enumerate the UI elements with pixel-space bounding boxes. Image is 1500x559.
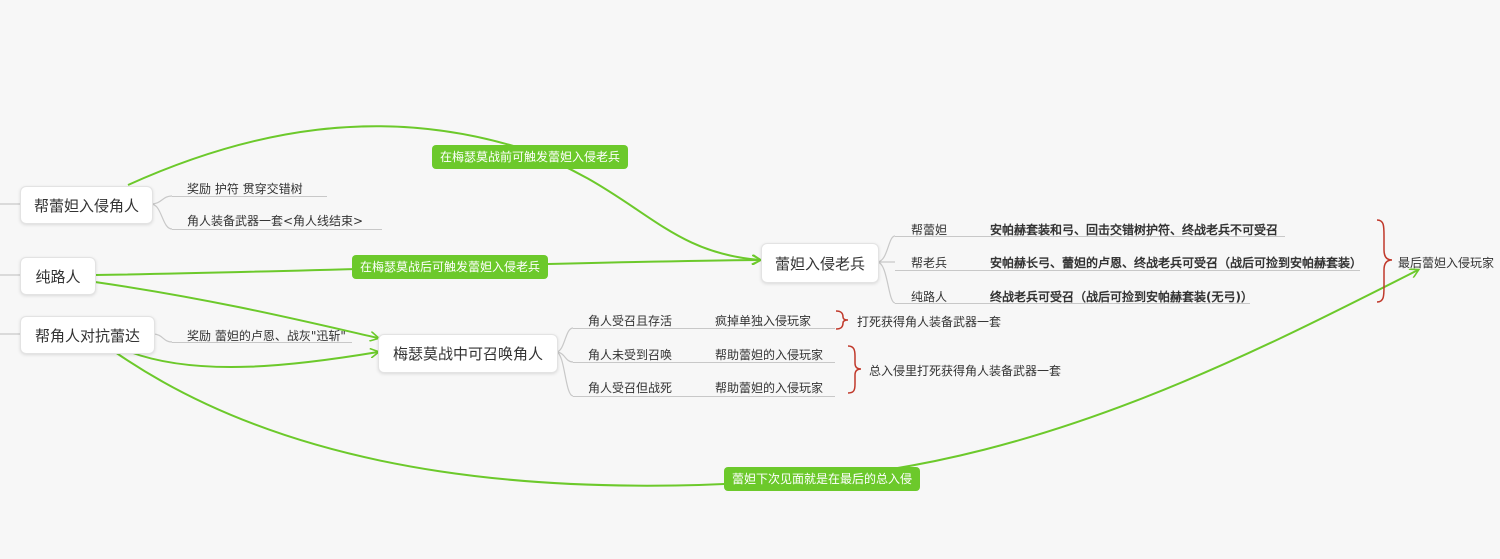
help-lei-reward-underline [172, 196, 327, 197]
veteran-row-3-underline [895, 303, 1250, 304]
summon-row-1-condition: 角人受召且存活 [588, 314, 673, 328]
veteran-row-2-result: 安帕赫长弓、蕾妲的卢恩、终战老兵可受召（战后可捡到安帕赫套装） [990, 256, 1363, 270]
node-pure-route[interactable]: 纯路人 [20, 257, 96, 295]
brace-veteran [1376, 219, 1393, 303]
veteran-row-1-underline [895, 236, 1285, 237]
connector-next-meet[interactable]: 蕾妲下次见面就是在最后的总入侵 [724, 467, 921, 491]
veteran-row-1-result: 安帕赫套装和弓、回击交错树护符、终战老兵不可受召 [990, 223, 1279, 237]
veteran-row-1-who: 帮蕾妲 [911, 223, 948, 237]
summon-row-3-result: 帮助蕾妲的入侵玩家 [715, 381, 824, 395]
summon-row-2-condition: 角人未受到召唤 [588, 348, 673, 362]
summon-row-3-condition: 角人受召但战死 [588, 381, 673, 395]
summon-row-2-underline [573, 362, 835, 363]
summon-row-1-result: 疯掉单独入侵玩家 [715, 314, 812, 328]
curve-helpvs-to-summon [129, 352, 378, 368]
connector-after-battle[interactable]: 在梅瑟莫战后可触发蕾妲入侵老兵 [352, 255, 549, 279]
veteran-row-3-who: 纯路人 [911, 290, 948, 304]
summon-summary-2: 总入侵里打死获得角人装备武器一套 [869, 364, 1062, 378]
node-lei-invade-veteran[interactable]: 蕾妲入侵老兵 [761, 243, 879, 283]
connector-before-battle[interactable]: 在梅瑟莫战前可触发蕾妲入侵老兵 [432, 145, 629, 169]
summon-summary-1: 打死获得角人装备武器一套 [857, 315, 1002, 329]
brace-summon-2 [847, 345, 862, 394]
help-lei-weapon-underline [172, 229, 382, 230]
help-lei-reward: 奖励 护符 贯穿交错树 [187, 182, 303, 196]
summon-row-2-result: 帮助蕾妲的入侵玩家 [715, 348, 824, 362]
curve-pure-to-summon [94, 281, 378, 338]
braces [835, 219, 1393, 394]
left-stubs [0, 203, 20, 335]
summon-row-3-underline [573, 396, 835, 397]
brace-summon-1 [835, 310, 849, 330]
summon-row-1-underline [573, 328, 835, 329]
veteran-row-3-result: 终战老兵可受召（战后可捡到安帕赫套装(无弓)） [990, 290, 1253, 304]
veteran-row-2-underline [895, 270, 1360, 271]
veteran-summary: 最后蕾妲入侵玩家 [1398, 256, 1495, 270]
veteran-row-2-who: 帮老兵 [911, 256, 948, 270]
node-help-vs-lei[interactable]: 帮角人对抗蕾达 [20, 316, 155, 354]
node-help-lei-invade[interactable]: 帮蕾妲入侵角人 [20, 186, 153, 224]
node-summon-in-battle[interactable]: 梅瑟莫战中可召唤角人 [378, 334, 558, 373]
help-vs-reward-underline [172, 342, 352, 343]
help-lei-weapon: 角人装备武器一套<角人线结束> [187, 214, 364, 228]
help-vs-reward: 奖励 蕾妲的卢恩、战灰"迅斩" [187, 329, 346, 343]
